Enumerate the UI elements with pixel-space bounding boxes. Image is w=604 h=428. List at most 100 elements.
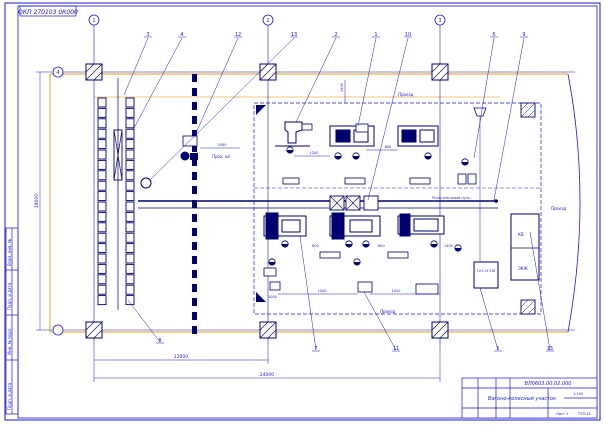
equipment-box [319, 251, 341, 259]
rack-cell [97, 222, 107, 233]
title-sheet: Лист 1 [556, 412, 568, 416]
rack-cell [97, 118, 107, 129]
partition-dashes [192, 74, 197, 334]
rack-cell [97, 139, 107, 150]
hopper [473, 107, 487, 117]
rack-cell [125, 295, 135, 306]
corner-stamp-box [19, 5, 77, 17]
callout-number: 11 [393, 346, 399, 352]
machine-lower-2 [329, 212, 381, 240]
rack-cell [97, 243, 107, 254]
rack-cell [125, 149, 135, 160]
callout-number: 9 [522, 32, 525, 38]
partition-dash [192, 312, 197, 320]
rack-cell [125, 97, 135, 108]
partition-dash [192, 326, 197, 334]
conveyor-track [138, 200, 498, 209]
stand-circle [180, 151, 190, 161]
callout-number: 7 [314, 346, 317, 352]
rack-cell [125, 170, 135, 181]
rack-cell [125, 107, 135, 118]
dim-800-b: 800 [312, 244, 319, 248]
machine-lower-3 [397, 213, 445, 237]
dim-bay-length: 12000 [174, 354, 188, 360]
rack-cell [97, 274, 107, 285]
rack-cell [125, 211, 135, 222]
callout-leader [123, 37, 149, 96]
partition-dash [192, 130, 197, 138]
cabinet-b-label: ЭКЖ [518, 266, 529, 271]
dim-2500: 2500 [218, 143, 227, 147]
partition-dash [192, 172, 197, 180]
rack-cell [125, 274, 135, 285]
rack-cell [97, 180, 107, 191]
rack-cell [97, 295, 107, 306]
partition-dash [192, 116, 197, 124]
operator-fill [334, 156, 342, 160]
rack-cell [97, 253, 107, 264]
rack-cell [97, 159, 107, 170]
equipment-boxes [263, 123, 477, 295]
building-outline [49, 73, 568, 333]
partition-dash [192, 228, 197, 236]
operator-stations [268, 146, 469, 266]
machine-lower-1 [263, 212, 307, 240]
work-area-boundary [253, 102, 542, 315]
equipment-box [387, 251, 409, 259]
callout-leader [529, 231, 551, 351]
outer-wall-curve [567, 73, 581, 333]
title-text: Вагоно-колесный участок [488, 396, 556, 402]
dim-800-a: 800 [385, 145, 392, 149]
partition-dash [192, 158, 197, 166]
callout-number: 6 [492, 32, 495, 38]
wheel-rack-right [125, 97, 135, 306]
dim-1000-c: 1000 [268, 295, 277, 299]
equipment-box [467, 173, 477, 185]
proezd-left-label: Прох. ой [212, 154, 230, 159]
conveyor-stop [494, 199, 498, 203]
callout-leader [363, 291, 397, 351]
partition-dash [192, 186, 197, 194]
operator-fill [430, 244, 438, 248]
operator-fill [345, 244, 353, 248]
partition-dash [192, 214, 197, 222]
partition-dash [192, 284, 197, 292]
callout-leader [357, 37, 377, 127]
equipment-box [355, 123, 369, 133]
equipment-box [344, 177, 366, 185]
equipment-box [263, 267, 277, 277]
dim-1400: 1400 [444, 244, 453, 248]
rack-cell [125, 180, 135, 191]
proezd-top-label: Проезд [398, 92, 414, 97]
rack-cell [97, 149, 107, 160]
dim-1200: 1200 [310, 151, 319, 155]
partition-dash [192, 242, 197, 250]
operator-fill [461, 162, 469, 166]
callout-number: 3 [146, 32, 149, 38]
equipment-box [415, 283, 439, 295]
rack-cell [97, 107, 107, 118]
operator-fill [424, 156, 432, 160]
operator-fill [454, 248, 462, 252]
title-org: ТТЛ-14 [577, 412, 591, 416]
side-label-4: Подп. и дата [7, 382, 12, 410]
title-block [461, 377, 598, 419]
partition-dash [192, 88, 197, 96]
partition-dash [192, 298, 197, 306]
conveyor-label: Рольганговый путь [432, 195, 471, 200]
rack-cell [125, 243, 135, 254]
rack-cell [125, 118, 135, 129]
rack-cell [125, 128, 135, 139]
equipment-box [357, 281, 373, 293]
dim-600: 600 [378, 244, 385, 248]
rack-cell [97, 170, 107, 181]
callout-leader [295, 37, 337, 123]
callout-leader [479, 287, 499, 351]
side-label-3: Инв. № подл. [7, 327, 12, 355]
dim-2400: 2400 [340, 83, 344, 92]
rack-cell [125, 222, 135, 233]
rack-cell [125, 191, 135, 202]
wheel-rack-left [97, 97, 107, 306]
stand-box [182, 135, 198, 147]
